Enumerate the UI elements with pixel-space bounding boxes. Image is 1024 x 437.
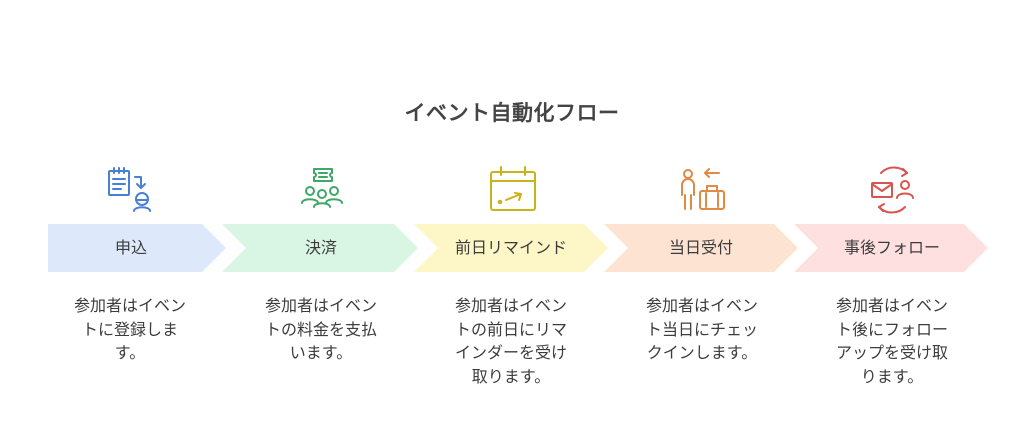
step-chevron-3 [414,224,608,272]
step-label-4: 当日受付 [668,238,733,257]
step-label-2: 決済 [304,238,337,257]
step-label-3: 前日リマインド [454,238,567,257]
check-in-luggage-icon [677,163,729,215]
follow-up-mail-icon [867,163,919,215]
step-description-3: 参加者はイベン トの前日にリマ インダーを受け 取ります。 [454,296,567,386]
registration-icon [105,163,157,215]
payment-group-icon [296,163,348,215]
step-description-2: 参加者はイベン トの料金を支払 います。 [264,296,377,362]
step-chevron-1 [48,224,226,272]
step-chevron-band [48,224,988,272]
step-description-4: 参加者はイベン ト当日にチェッ クインします。 [645,296,758,362]
step-chevron-5 [794,224,988,272]
step-description-1: 参加者はイベン トに登録しま す。 [73,296,186,362]
step-label-5: 事後フォロー [843,238,940,257]
calendar-reminder-icon [487,163,539,215]
step-label-1: 申込 [114,238,147,257]
step-description-5: 参加者はイベン ト後にフォロー アップを受け取 ります。 [835,296,948,386]
step-chevron-2 [222,224,418,272]
step-chevron-4 [604,224,798,272]
diagram-title: イベント自動化フロー [404,101,620,125]
